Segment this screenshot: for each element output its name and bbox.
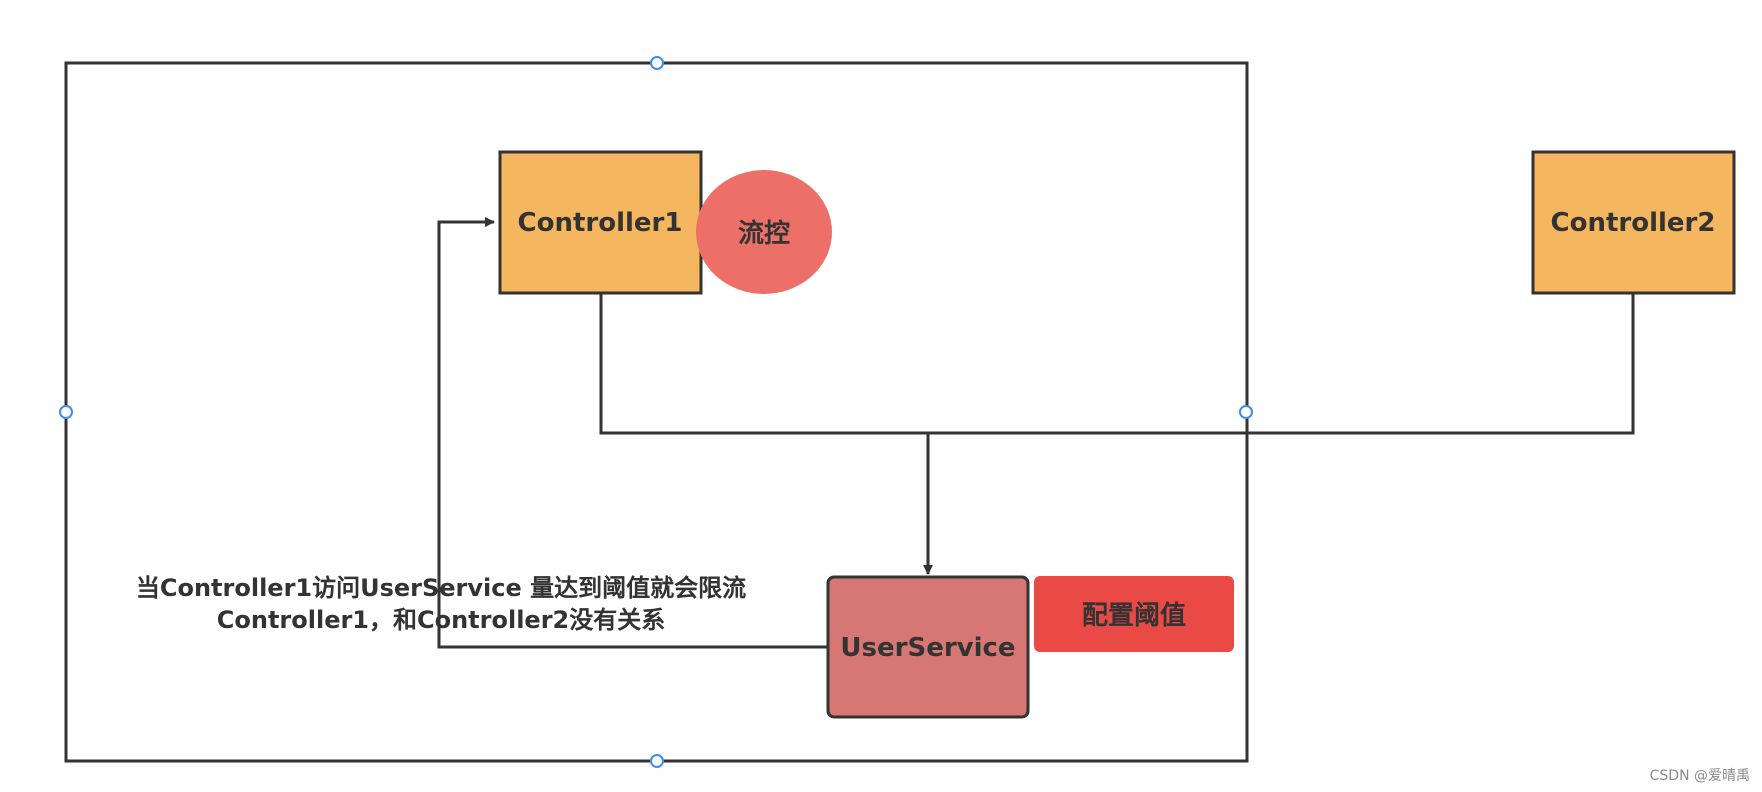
flow-control-node[interactable]: 流控 [696, 170, 832, 294]
controller2-label: Controller2 [1551, 208, 1716, 238]
threshold-label: 配置阈值 [1082, 601, 1186, 631]
controller1-label: Controller1 [518, 208, 683, 238]
connector-controller1-down [599, 294, 1635, 435]
annotation-line-1: 当Controller1访问UserService 量达到阈值就会限流 [136, 574, 746, 602]
userservice-node[interactable]: UserService [826, 575, 1030, 719]
controller1-node[interactable]: Controller1 [498, 150, 703, 295]
watermark: CSDN @爱晴禹 [1650, 768, 1750, 784]
userservice-label: UserService [840, 633, 1015, 663]
threshold-node[interactable]: 配置阈值 [1034, 576, 1234, 652]
selection-handle-left[interactable] [59, 405, 73, 419]
arrow-userservice-to-controller1 [437, 217, 828, 649]
annotation-line-2: Controller1，和Controller2没有关系 [217, 606, 666, 634]
selection-handle-top[interactable] [650, 56, 664, 70]
flow-control-label: 流控 [738, 219, 790, 249]
selection-handle-right[interactable] [1239, 405, 1253, 419]
selection-handle-bottom[interactable] [650, 754, 664, 768]
controller2-node[interactable]: Controller2 [1531, 150, 1736, 295]
